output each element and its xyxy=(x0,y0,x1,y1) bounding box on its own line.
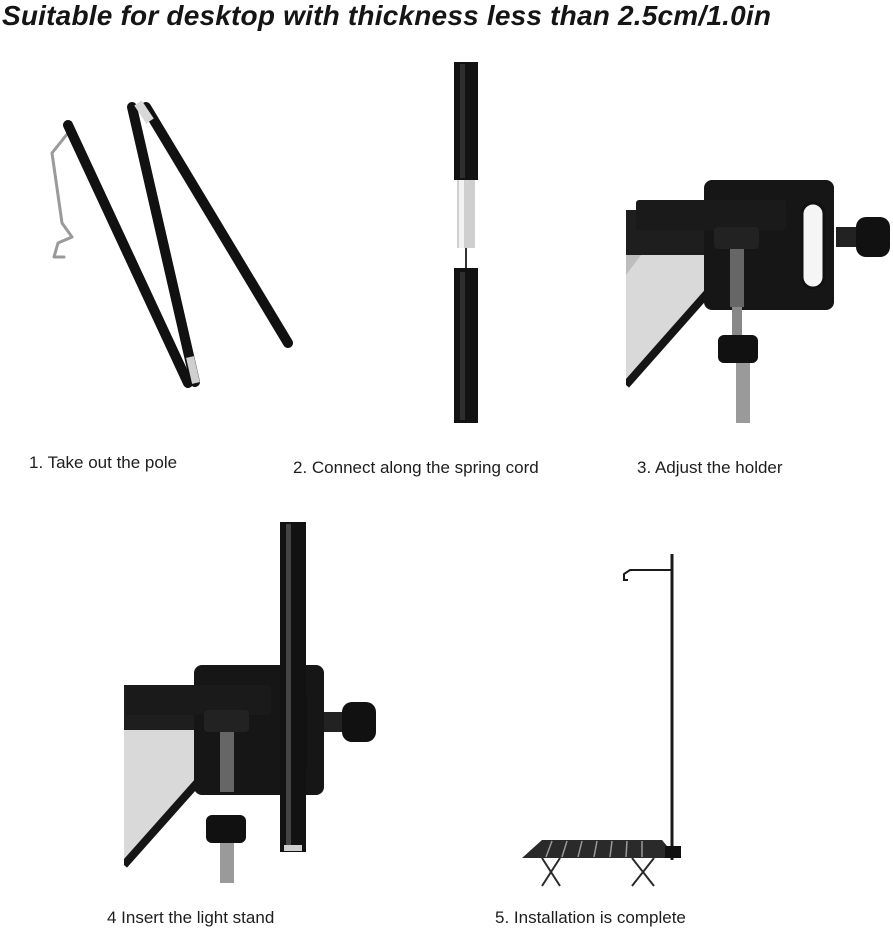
step-5-image xyxy=(512,550,692,890)
step-1-caption: 1. Take out the pole xyxy=(29,453,178,472)
step-2-image xyxy=(420,60,520,425)
step-3-caption: 3. Adjust the holder xyxy=(637,458,783,477)
step-3-image xyxy=(626,175,892,425)
step-1-image xyxy=(40,95,300,395)
step-4-image xyxy=(124,520,384,885)
page-title: Suitable for desktop with thickness less… xyxy=(2,0,772,31)
step-4-caption: 4 Insert the light stand xyxy=(107,908,275,927)
step-5-caption: 5. Installation is complete xyxy=(495,908,686,927)
step-2-caption: 2. Connect along the spring cord xyxy=(293,458,539,477)
